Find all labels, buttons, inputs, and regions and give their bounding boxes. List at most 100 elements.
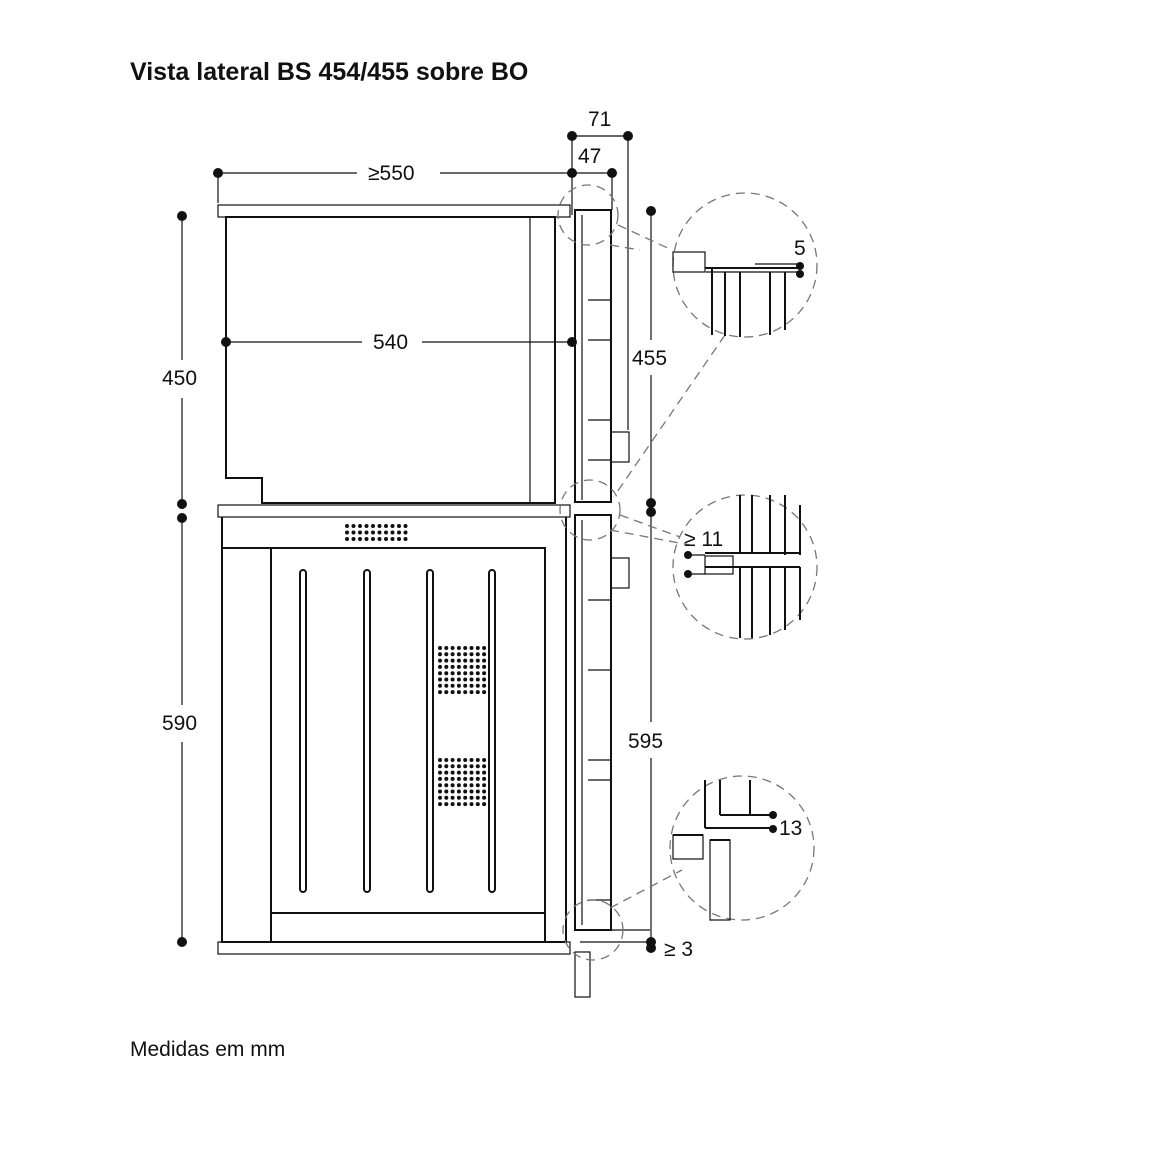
vent-hole — [345, 537, 349, 541]
vent-hole — [482, 776, 487, 781]
vent-hole — [351, 537, 356, 541]
vent-hole — [364, 530, 369, 535]
vent-hole — [463, 683, 468, 688]
vent-hole — [438, 758, 442, 762]
vent-hole — [469, 783, 474, 788]
vent-hole — [456, 664, 461, 669]
vent-hole — [444, 789, 449, 794]
vent-hole — [377, 530, 382, 535]
detail-middle — [559, 479, 818, 640]
dim-upper-height: 450 — [162, 367, 197, 390]
vent-hole — [482, 758, 487, 762]
vent-hole — [450, 677, 455, 682]
vent-hole — [469, 658, 474, 663]
vent-hole — [450, 690, 455, 695]
vent-hole — [444, 677, 449, 682]
vent-hole — [475, 690, 480, 695]
upper-handle — [610, 431, 630, 463]
vent-hole — [450, 770, 455, 775]
dim-detail-low-gap: 13 — [779, 817, 802, 840]
vent-hole — [450, 658, 455, 663]
vent-hole — [444, 758, 449, 762]
vent-hole — [438, 764, 442, 769]
vent-hole — [469, 770, 474, 775]
vent-hole — [482, 658, 487, 663]
vent-hole — [469, 646, 474, 650]
vent-hole — [469, 776, 474, 781]
vent-hole — [463, 802, 468, 807]
plinth — [574, 951, 591, 998]
vent-hole — [482, 764, 487, 769]
vent-hole — [482, 770, 487, 775]
vent-hole — [397, 524, 401, 528]
vent-hole — [469, 671, 474, 676]
vent-hole — [450, 783, 455, 788]
vent-hole — [482, 783, 487, 788]
vent-hole — [444, 783, 449, 788]
vent-hole — [444, 683, 449, 688]
vent-hole — [463, 658, 468, 663]
vent-hole — [444, 658, 449, 663]
vent-hole — [475, 664, 480, 669]
vent-hole — [450, 652, 455, 657]
vent-hole — [463, 646, 468, 650]
units-note: Medidas em mm — [130, 1038, 286, 1061]
dim-lower-height: 590 — [162, 712, 197, 735]
dim-bottom-gap: ≥ 3 — [664, 938, 693, 961]
vent-hole — [463, 783, 468, 788]
vent-hole — [463, 677, 468, 682]
vent-hole — [450, 758, 455, 762]
vent-hole — [438, 677, 442, 682]
dim-detail-mid-gap: ≥ 11 — [684, 528, 723, 551]
dim-front-47: 47 — [578, 145, 601, 168]
vent-hole — [456, 776, 461, 781]
vent-hole — [397, 537, 401, 541]
detail-top — [557, 184, 818, 496]
vent-hole — [450, 802, 455, 807]
vent-hole — [469, 677, 474, 682]
vent-hole — [482, 683, 487, 688]
vent-hole — [397, 530, 401, 535]
dim-inner-width: 540 — [373, 331, 408, 354]
vent-hole — [469, 789, 474, 794]
vent-hole — [438, 783, 442, 788]
vent-hole — [351, 530, 356, 535]
vent-hole — [482, 664, 487, 669]
vent-hole — [371, 537, 375, 541]
top-shelf — [217, 204, 571, 218]
vent-hole — [403, 530, 408, 535]
vent-hole — [444, 664, 449, 669]
vent-hole — [450, 646, 455, 650]
vent-hole — [438, 646, 442, 650]
vent-hole — [358, 530, 362, 535]
vent-hole — [482, 795, 487, 800]
vent-hole — [469, 758, 474, 762]
oven-rail — [299, 569, 307, 893]
vent-hole — [444, 646, 449, 650]
vent-hole — [345, 524, 349, 528]
vent-hole — [475, 658, 480, 663]
top-vent-grid — [345, 524, 408, 541]
vent-hole — [438, 671, 442, 676]
page-title: Vista lateral BS 454/455 sobre BO — [130, 58, 529, 86]
vent-hole — [444, 652, 449, 657]
vent-hole — [456, 770, 461, 775]
detail-bottom — [562, 775, 815, 961]
vent-hole — [444, 764, 449, 769]
vent-hole — [463, 789, 468, 794]
lower-appliance — [221, 514, 650, 998]
dim-top-width: ≥550 — [368, 162, 415, 185]
vent-hole — [469, 664, 474, 669]
dim-front-71: 71 — [588, 108, 611, 131]
vent-hole — [475, 683, 480, 688]
vent-hole — [482, 677, 487, 682]
dimension-labels: ≥550 540 71 47 450 590 455 595 5 ≥ 11 13… — [162, 108, 806, 961]
vent-hole — [456, 671, 461, 676]
vent-hole — [456, 783, 461, 788]
vent-hole — [456, 677, 461, 682]
vent-hole — [475, 783, 480, 788]
vent-hole — [456, 764, 461, 769]
vent-hole — [450, 683, 455, 688]
vent-hole — [384, 530, 388, 535]
